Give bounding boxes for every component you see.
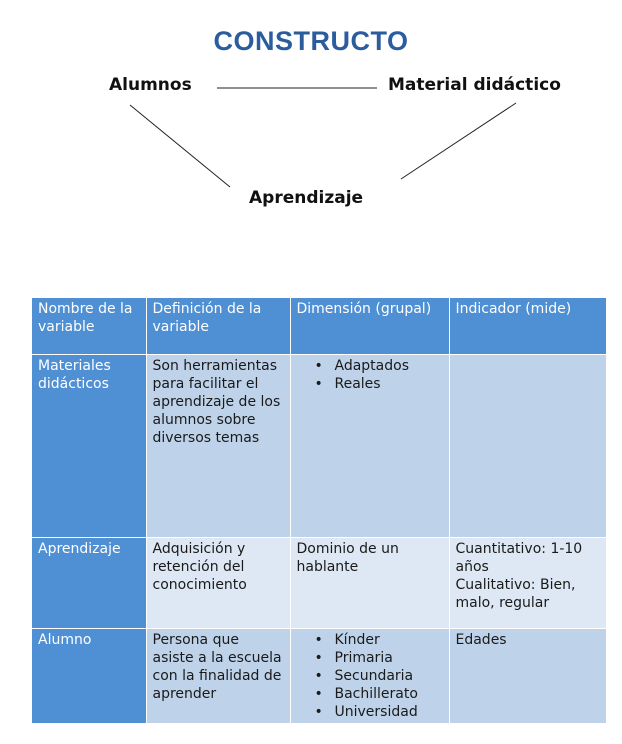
table-row: Aprendizaje Adquisición y retención del … bbox=[32, 537, 607, 629]
cell-indicador bbox=[449, 354, 607, 538]
cell-definicion: Persona que asiste a la escuela con la f… bbox=[146, 628, 291, 724]
diagram-connectors bbox=[129, 87, 517, 188]
cell-definicion: Adquisición y retención del conocimiento bbox=[146, 537, 291, 629]
connector-alumnos-aprendizaje bbox=[129, 104, 231, 188]
list-item: Adaptados bbox=[315, 357, 444, 375]
header-nombre: Nombre de la variable bbox=[32, 298, 147, 355]
header-definicion: Definición de la variable bbox=[146, 298, 291, 355]
dimension-list: Adaptados Reales bbox=[297, 357, 444, 393]
list-item: Universidad bbox=[315, 703, 444, 721]
cell-dimension: Dominio de un hablante bbox=[290, 537, 450, 629]
list-item: Reales bbox=[315, 375, 444, 393]
variables-table: Nombre de la variable Definición de la v… bbox=[32, 298, 607, 724]
list-item: Primaria bbox=[315, 649, 444, 667]
indicator-line: Cualitativo: Bien, malo, regular bbox=[455, 577, 576, 611]
table-row: Alumno Persona que asiste a la escuela c… bbox=[32, 628, 607, 724]
cell-indicador: Edades bbox=[449, 628, 607, 724]
cell-dimension: Kínder Primaria Secundaria Bachillerato … bbox=[290, 628, 450, 724]
cell-definicion: Son herramientas para facilitar el apren… bbox=[146, 354, 291, 538]
node-material-didactico: Material didáctico bbox=[388, 75, 561, 95]
header-dimension: Dimensión (grupal) bbox=[290, 298, 450, 355]
node-aprendizaje: Aprendizaje bbox=[249, 188, 364, 208]
node-alumnos: Alumnos bbox=[109, 75, 192, 95]
cell-nombre: Alumno bbox=[32, 628, 147, 724]
cell-nombre: Aprendizaje bbox=[32, 537, 147, 629]
list-item: Kínder bbox=[315, 631, 444, 649]
table-row: Materiales didácticos Son herramientas p… bbox=[32, 354, 607, 538]
header-indicador: Indicador (mide) bbox=[449, 298, 607, 355]
diagram-title: CONSTRUCTO bbox=[213, 26, 409, 56]
list-item: Secundaria bbox=[315, 667, 444, 685]
table-header-row: Nombre de la variable Definición de la v… bbox=[32, 298, 607, 355]
cell-indicador: Cuantitativo: 1-10 años Cualitativo: Bie… bbox=[449, 537, 607, 629]
list-item: Bachillerato bbox=[315, 685, 444, 703]
cell-nombre: Materiales didácticos bbox=[32, 354, 147, 538]
connector-material-aprendizaje bbox=[400, 102, 517, 180]
indicator-line: Cuantitativo: 1-10 años bbox=[455, 541, 583, 575]
cell-dimension: Adaptados Reales bbox=[290, 354, 450, 538]
dimension-list: Kínder Primaria Secundaria Bachillerato … bbox=[297, 631, 444, 721]
